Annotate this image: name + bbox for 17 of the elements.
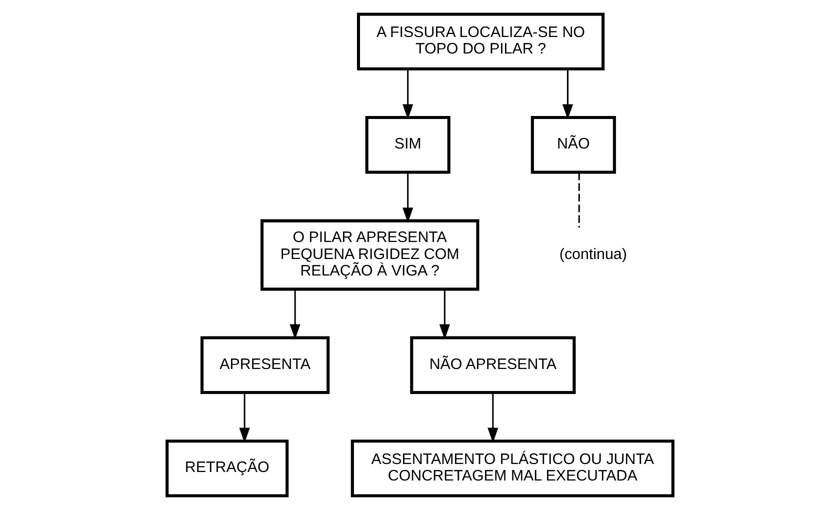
node-box: APRESENTA xyxy=(200,336,330,394)
arrow xyxy=(289,289,300,340)
node-box: A FISSURA LOCALIZA-SE NO TOPO DO PILAR ? xyxy=(356,12,604,70)
node-box: O PILAR APRESENTA PEQUENA RIGIDEZ COM RELAÇÃO À VIGA ? xyxy=(260,219,479,291)
arrow xyxy=(562,69,573,120)
node-box: NÃO APRESENTA xyxy=(410,336,576,394)
arrow xyxy=(402,69,413,120)
node-text: (continua) xyxy=(558,246,626,263)
arrow xyxy=(487,392,498,443)
arrow xyxy=(402,172,413,223)
node-box: RETRAÇÃO xyxy=(165,440,288,498)
node-box: SIM xyxy=(364,116,450,174)
connector xyxy=(578,172,580,228)
node-box: NÃO xyxy=(530,116,616,174)
node-box: ASSENTAMENTO PLÁSTICO OU JUNTA CONCRETAGEM MAL EXECUTADA xyxy=(350,440,674,498)
arrow xyxy=(438,289,450,340)
arrow xyxy=(238,392,250,443)
